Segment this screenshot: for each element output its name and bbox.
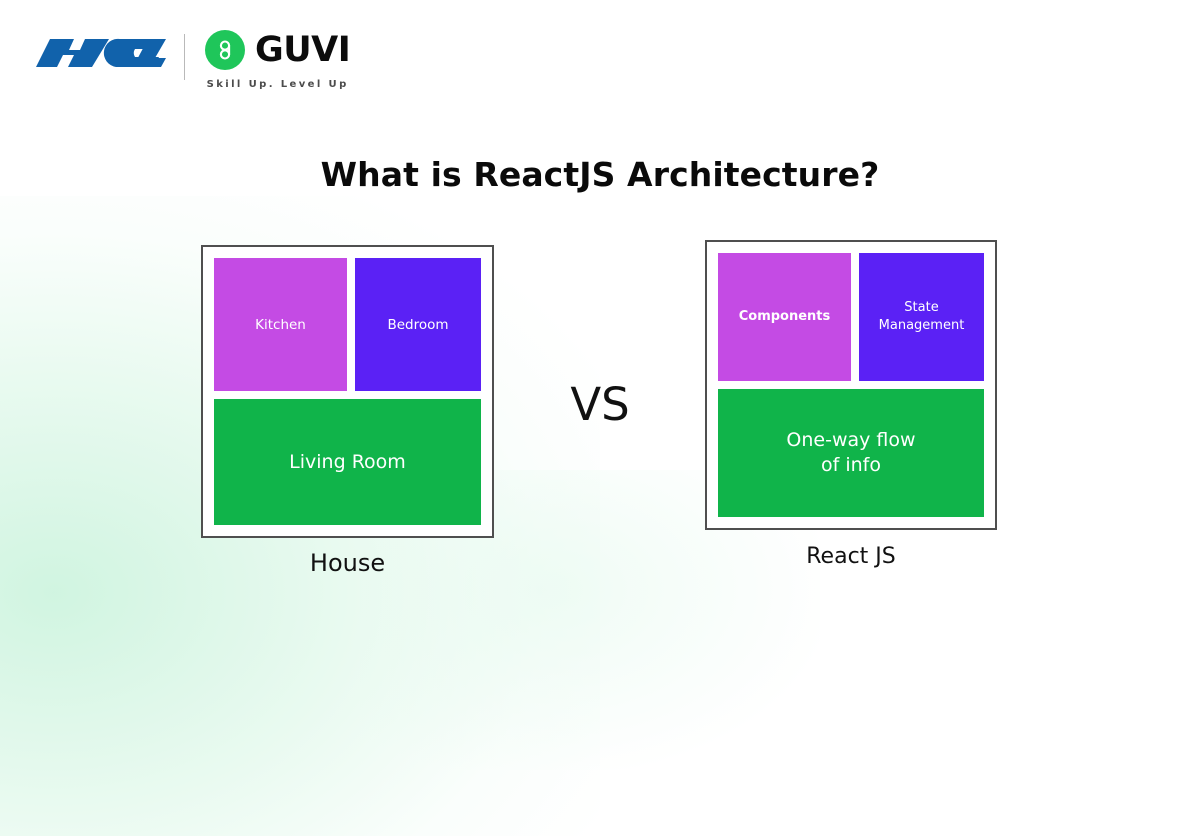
reactjs-caption: React JS	[806, 544, 896, 569]
hcl-logo	[36, 36, 166, 75]
g-monogram-icon	[205, 30, 245, 70]
house-caption: House	[309, 549, 386, 577]
page-title: What is ReactJS Architecture?	[320, 155, 880, 194]
guvi-logo: GUVI Skill Up. Level Up	[205, 29, 351, 90]
house-diagram-frame: Kitchen Bedroom Living Room	[201, 245, 494, 538]
house-top-row: Kitchen Bedroom	[214, 258, 481, 391]
brand-logo-bar: GUVI Skill Up. Level Up	[36, 29, 351, 90]
house-cell-kitchen: Kitchen	[214, 258, 347, 391]
versus-label: VS	[570, 378, 630, 431]
logo-divider	[184, 34, 185, 80]
reactjs-cell-components: Components	[718, 253, 851, 381]
house-cell-bedroom: Bedroom	[355, 258, 481, 391]
guvi-wordmark: GUVI	[255, 29, 351, 70]
g-monogram-glyph	[219, 40, 231, 60]
house-cell-living-room: Living Room	[214, 399, 481, 525]
guvi-tagline: Skill Up. Level Up	[206, 79, 349, 90]
hcl-wordmark-icon	[36, 38, 166, 67]
